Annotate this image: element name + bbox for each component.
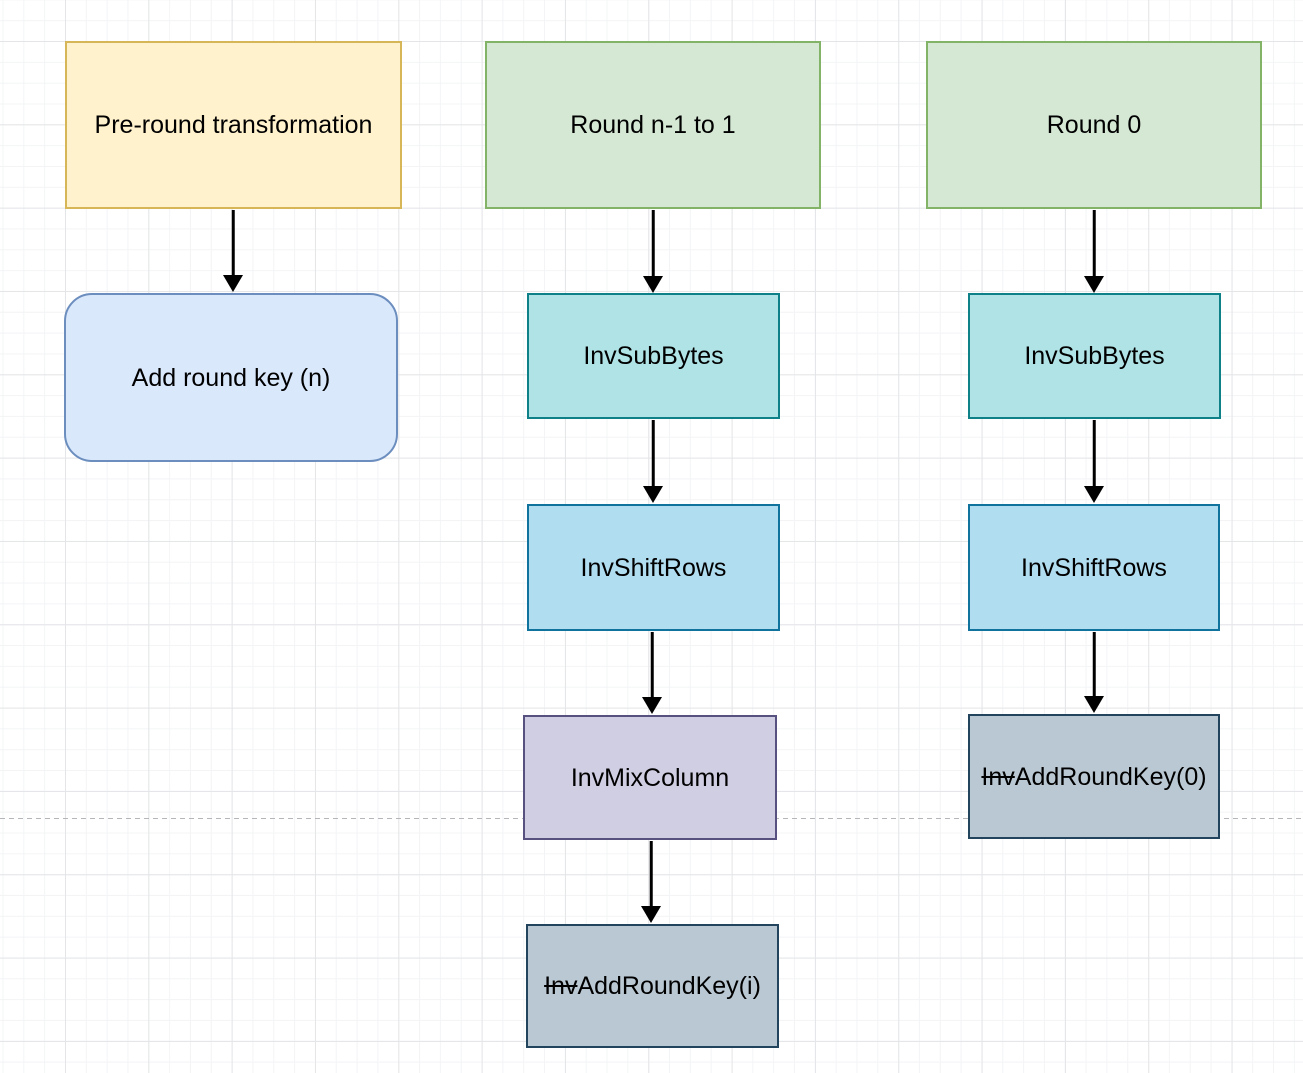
struck-inv-prefix: Inv (544, 972, 578, 1000)
arrow-invshiftrows-to-invaddroundkey-0[interactable] (1083, 632, 1105, 713)
node-invshiftrows-final[interactable]: InvShiftRows (968, 504, 1220, 631)
arrow-shaft (651, 210, 655, 280)
arrow-shaft (649, 841, 653, 910)
node-label: Pre-round transformation (94, 111, 373, 139)
node-label: Add round key (n) (131, 363, 331, 392)
arrow-round0-to-invsubbytes-final[interactable] (1083, 210, 1105, 293)
node-invshiftrows-mid[interactable]: InvShiftRows (527, 504, 780, 631)
arrowhead-icon (1084, 276, 1104, 293)
arrow-shaft (1092, 632, 1096, 700)
node-pre-round-transformation[interactable]: Pre-round transformation (65, 41, 402, 209)
arrowhead-icon (1084, 696, 1104, 713)
node-invaddroundkey-0[interactable]: InvAddRoundKey(0) (968, 714, 1220, 839)
node-label: InvMixColumn (570, 763, 730, 792)
label-rest: AddRoundKey(0) (1014, 762, 1207, 791)
node-round-n-1-to-1[interactable]: Round n-1 to 1 (485, 41, 821, 209)
arrow-shaft (651, 420, 655, 490)
arrow-invsubbytes-to-invshiftrows-final[interactable] (1083, 420, 1105, 503)
node-add-round-key-n[interactable]: Add round key (n) (64, 293, 398, 462)
node-invaddroundkey-i[interactable]: InvAddRoundKey(i) (526, 924, 779, 1048)
arrow-invshiftrows-to-invmixcolumn[interactable] (641, 632, 663, 714)
node-label: InvAddRoundKey(0) (981, 762, 1206, 792)
struck-inv-prefix: Inv (981, 762, 1015, 791)
node-label: InvShiftRows (580, 553, 727, 582)
node-label: InvAddRoundKey(i) (544, 971, 761, 1001)
node-invsubbytes-final[interactable]: InvSubBytes (968, 293, 1221, 419)
arrowhead-icon (1084, 486, 1104, 503)
arrow-invmixcolumn-to-invaddroundkey-i[interactable] (640, 841, 662, 923)
arrowhead-icon (641, 906, 661, 923)
arrow-invsubbytes-to-invshiftrows-mid[interactable] (642, 420, 664, 503)
node-label: InvShiftRows (1021, 553, 1167, 582)
arrow-shaft (1092, 210, 1096, 280)
arrowhead-icon (223, 275, 243, 292)
arrow-round-to-invsubbytes-mid[interactable] (642, 210, 664, 293)
node-label: Round n-1 to 1 (570, 111, 736, 139)
arrow-preround-to-addroundkey[interactable] (222, 210, 244, 292)
arrow-shaft (1092, 420, 1096, 490)
node-invmixcolumn[interactable]: InvMixColumn (523, 715, 777, 840)
arrowhead-icon (643, 276, 663, 293)
node-invsubbytes-mid[interactable]: InvSubBytes (527, 293, 780, 419)
arrow-shaft (650, 632, 654, 701)
node-label: Round 0 (1046, 111, 1142, 139)
arrow-shaft (231, 210, 235, 279)
node-label: InvSubBytes (583, 342, 724, 370)
label-rest: AddRoundKey(i) (577, 972, 761, 1000)
arrowhead-icon (643, 486, 663, 503)
node-round-0[interactable]: Round 0 (926, 41, 1262, 209)
arrowhead-icon (642, 697, 662, 714)
node-label: InvSubBytes (1024, 342, 1165, 370)
